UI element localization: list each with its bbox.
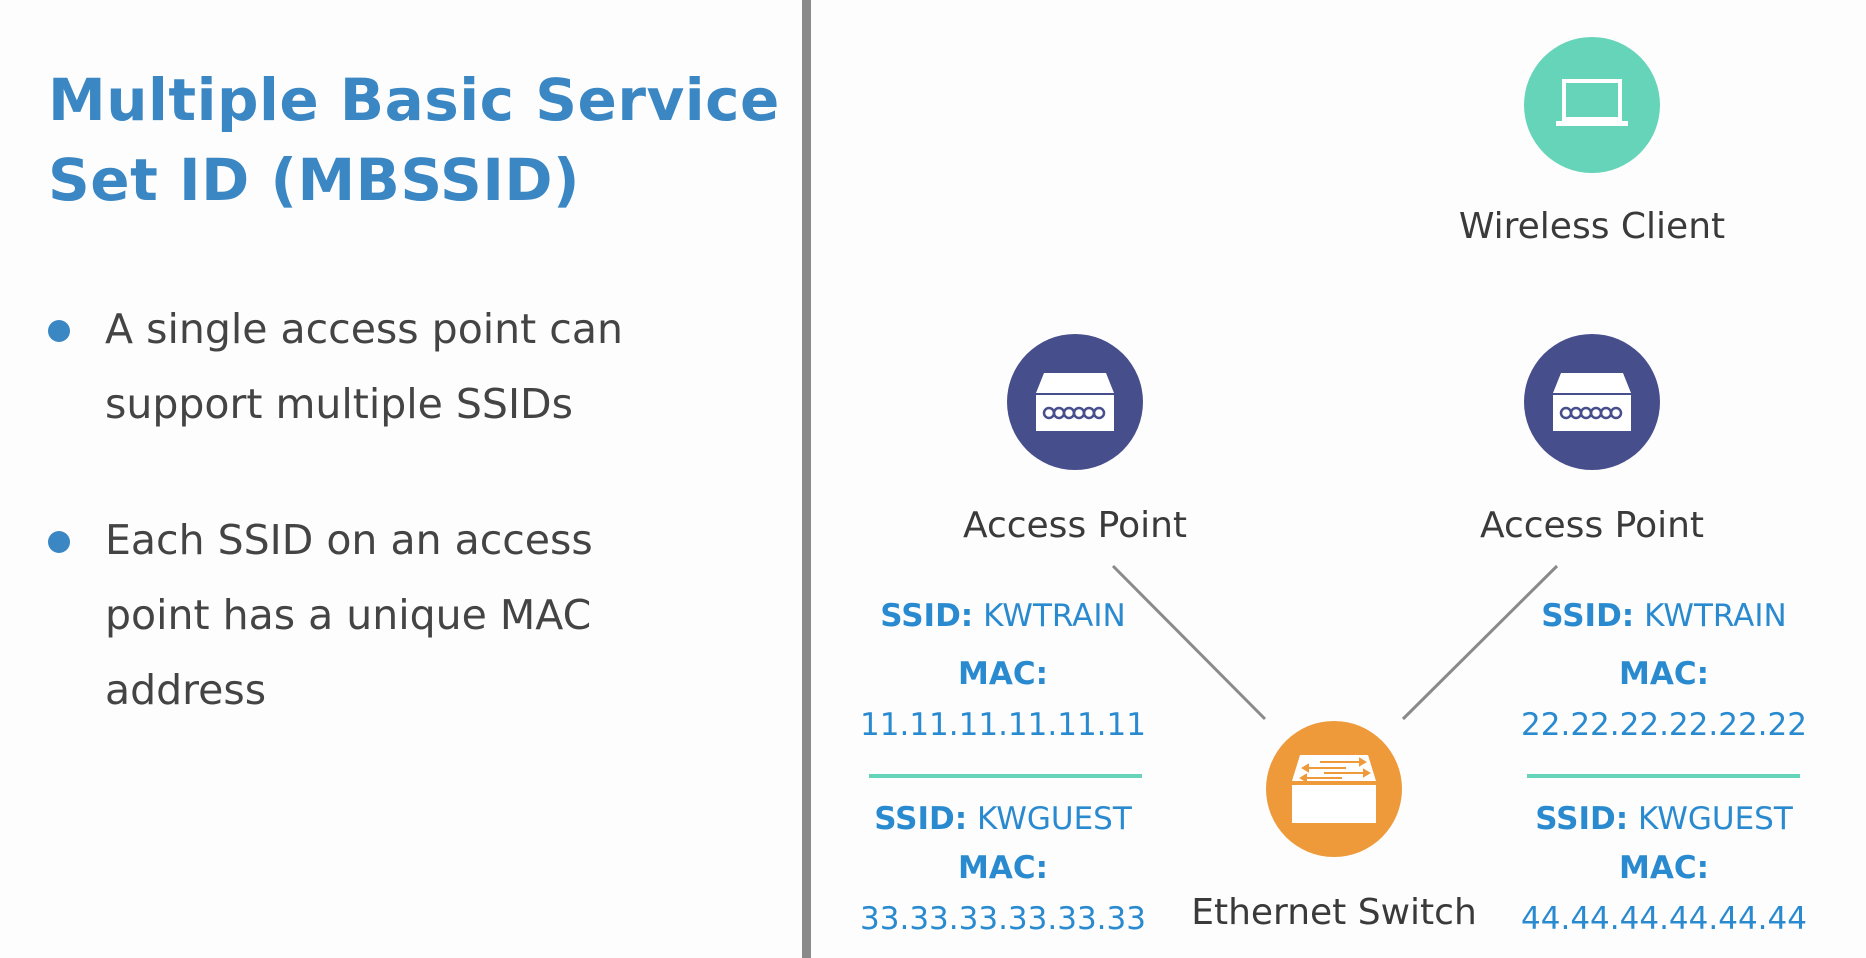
- bullet-text: address: [105, 666, 267, 714]
- bullet-text: A single access point can: [105, 305, 623, 353]
- bullet-dot-icon: [48, 320, 70, 342]
- separator: [1527, 774, 1800, 778]
- ssid-line: SSID: KWGUEST: [1535, 801, 1793, 837]
- ssid-line: SSID: KWTRAIN: [880, 598, 1126, 634]
- access-point-label: Access Point: [962, 505, 1188, 546]
- link-right-ap-switch: [1401, 564, 1559, 721]
- mac-address: 44.44.44.44.44.44: [1521, 901, 1807, 937]
- mac-label: MAC:: [1619, 850, 1709, 886]
- ssid-line: SSID: KWGUEST: [874, 801, 1132, 837]
- wireless-client-label: Wireless Client: [1458, 206, 1726, 247]
- ssid-line: SSID: KWTRAIN: [1541, 598, 1787, 634]
- access-point-label: Access Point: [1479, 505, 1705, 546]
- title-line-2: Set ID (MBSSID): [48, 146, 581, 214]
- access-point-icon: [1553, 373, 1631, 431]
- laptop-icon: [1556, 79, 1628, 126]
- access-point-node: [1524, 334, 1660, 470]
- ethernet-switch-node: [1266, 721, 1402, 857]
- bullet-text: point has a unique MAC: [105, 591, 592, 639]
- separator: [869, 774, 1142, 778]
- slide-title: Multiple Basic Service Set ID (MBSSID): [48, 60, 780, 220]
- link-left-ap-switch: [1111, 564, 1267, 721]
- access-point-icon: [1036, 373, 1114, 431]
- ethernet-switch-label: Ethernet Switch: [1191, 892, 1477, 933]
- bullet-text: support multiple SSIDs: [105, 380, 573, 428]
- title-line-1: Multiple Basic Service: [48, 66, 780, 134]
- mac-label: MAC:: [1619, 656, 1709, 692]
- bullet-text: Each SSID on an access: [105, 516, 593, 564]
- switch-icon: [1292, 755, 1376, 823]
- divider: [802, 0, 811, 958]
- bullet-dot-icon: [48, 531, 70, 553]
- access-point-node: [1007, 334, 1143, 470]
- mac-label: MAC:: [958, 656, 1048, 692]
- mac-address: 33.33.33.33.33.33: [860, 901, 1146, 937]
- mac-label: MAC:: [958, 850, 1048, 886]
- mac-address: 11.11.11.11.11.11: [860, 707, 1146, 743]
- mac-address: 22.22.22.22.22.22: [1521, 707, 1807, 743]
- wireless-client-node: [1524, 37, 1660, 173]
